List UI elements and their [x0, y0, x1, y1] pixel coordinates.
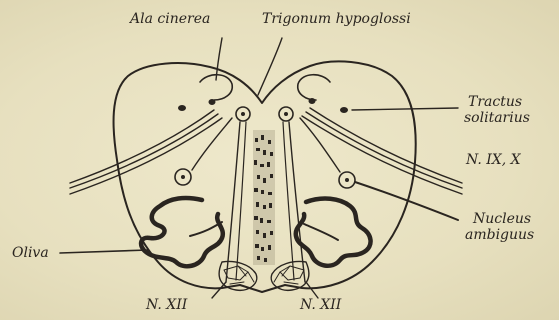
label-solitarius: solitarius [464, 111, 530, 126]
tractus-dot-left [178, 105, 186, 111]
tractus-dot-right [340, 107, 348, 113]
hypoglossal-dot-left [241, 112, 245, 116]
label-trigonum-hypoglossi: Trigonum hypoglossi [262, 12, 411, 27]
label-n-xii-right: N. XII [300, 298, 341, 313]
oliva-left [141, 198, 223, 266]
leader-ala-cinerea [216, 38, 222, 80]
leader-nucleus [355, 182, 458, 220]
label-oliva: Oliva [12, 246, 49, 261]
ambiguus-fiber-right [300, 118, 340, 172]
tract-fiber-left-2 [70, 114, 218, 188]
nix-x-dot-left [181, 175, 185, 179]
leader-trigonum [258, 38, 282, 95]
tract-fiber-right-1 [310, 108, 462, 183]
oliva-right [296, 199, 371, 266]
label-nucleus: Nucleus [473, 212, 531, 227]
label-ala-cinerea: Ala cinerea [130, 12, 210, 27]
hypoglossal-dot-right [284, 112, 288, 116]
tract-fiber-left-1 [70, 110, 214, 183]
accessory-line-left [190, 222, 222, 236]
label-n-xii-left: N. XII [146, 298, 187, 313]
tractus-dot-left-2 [209, 99, 216, 105]
accessory-line-right [304, 224, 338, 240]
label-n-ix-x: N. IX, X [466, 153, 521, 168]
hypoglossal-root-right-inner [283, 122, 294, 280]
hypoglossal-root-right-outer [289, 122, 305, 282]
tractus-dot-right-2 [309, 98, 316, 104]
leader-tractus [352, 108, 458, 110]
ambiguus-fiber-left [192, 118, 232, 170]
leader-oliva [60, 250, 148, 253]
nix-x-dot-right [345, 178, 349, 182]
leader-n12-right [306, 282, 318, 298]
label-ambiguus: ambiguus [465, 228, 534, 243]
raphe-stipple [253, 130, 275, 265]
label-tractus: Tractus [468, 95, 522, 110]
ala-cinerea-bulge-right [298, 75, 330, 100]
